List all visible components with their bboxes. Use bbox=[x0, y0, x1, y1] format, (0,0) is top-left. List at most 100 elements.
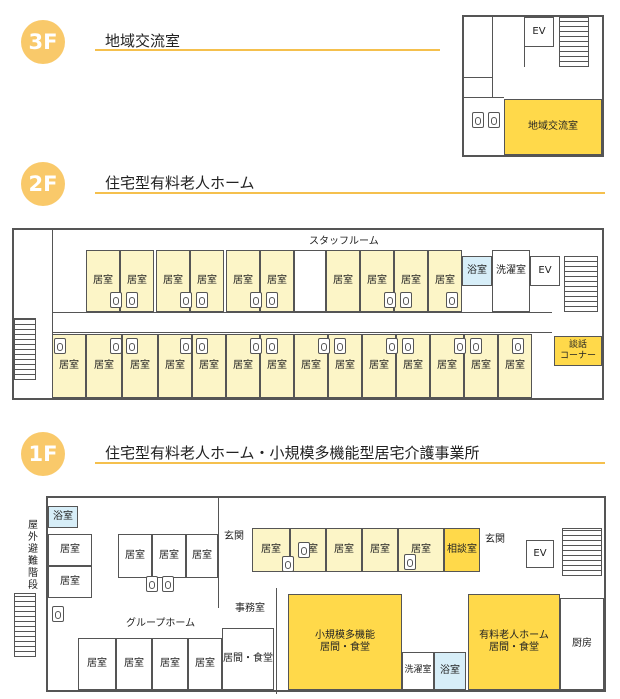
room-s8: 居室 bbox=[294, 334, 328, 398]
evac-stairs-label: 屋外避難階段 bbox=[28, 520, 38, 591]
wall bbox=[276, 588, 277, 694]
room-label: 居室 bbox=[192, 549, 212, 561]
toilet-icon bbox=[126, 338, 138, 354]
community-room: 地域交流室 bbox=[504, 99, 602, 155]
room-w5: 居室 bbox=[186, 534, 218, 578]
living-dining-label: 居間・食堂 bbox=[223, 652, 273, 664]
nursing-home-label: 有料老人ホーム 居間・食堂 bbox=[479, 629, 549, 654]
entrance-west: 玄関 bbox=[220, 526, 248, 548]
room-label: 居室 bbox=[369, 359, 389, 371]
room-label: 居室 bbox=[163, 274, 183, 286]
room-c4: 居室 bbox=[362, 528, 398, 572]
room-label: 居室 bbox=[233, 359, 253, 371]
toilet-icon bbox=[52, 606, 64, 622]
floor-badge-3f: 3F bbox=[21, 20, 65, 64]
room-label: 居室 bbox=[437, 359, 457, 371]
room-w6: 居室 bbox=[78, 638, 116, 690]
room-label: 居室 bbox=[60, 575, 80, 587]
room-n2: 居室 bbox=[120, 250, 154, 312]
group-home-label: グループホーム bbox=[126, 618, 196, 629]
room-c3: 居室 bbox=[326, 528, 362, 572]
floor-badge-1f: 1F bbox=[21, 432, 65, 476]
room-label: 居室 bbox=[199, 359, 219, 371]
toilet-icon bbox=[196, 338, 208, 354]
room-label: 居室 bbox=[435, 274, 455, 286]
room-label: 居室 bbox=[367, 274, 387, 286]
room-label: 居室 bbox=[87, 657, 107, 669]
toilet-icon bbox=[402, 338, 414, 354]
stairwell bbox=[559, 17, 589, 67]
stairwell-west bbox=[14, 318, 36, 380]
room-label: 居室 bbox=[267, 274, 287, 286]
toilet-icon bbox=[250, 338, 262, 354]
entrance-label: 玄関 bbox=[485, 533, 505, 545]
room-w7: 居室 bbox=[116, 638, 152, 690]
room-label: 居室 bbox=[471, 359, 491, 371]
room-label: 居室 bbox=[334, 543, 354, 555]
office-label: 事務室 bbox=[235, 602, 265, 614]
toilet-icon bbox=[162, 576, 174, 592]
elevator: EV bbox=[524, 17, 554, 47]
floor-rule-1f bbox=[95, 462, 605, 464]
room-label: 居室 bbox=[60, 543, 80, 555]
room-label: 居室 bbox=[401, 274, 421, 286]
room-w9: 居室 bbox=[188, 638, 222, 690]
room-n9: 居室 bbox=[394, 250, 428, 312]
toilet-icon bbox=[454, 338, 466, 354]
staff-room bbox=[294, 250, 326, 312]
toilet-icon bbox=[282, 556, 294, 572]
toilet-icon bbox=[488, 112, 500, 128]
kitchen-label: 厨房 bbox=[572, 637, 592, 649]
room-w1: 居室 bbox=[48, 534, 92, 566]
room-label: 居室 bbox=[125, 549, 145, 561]
consult-room: 相談室 bbox=[444, 528, 480, 572]
toilet-icon bbox=[472, 112, 484, 128]
toilet-icon bbox=[110, 292, 122, 308]
room-label: 居室 bbox=[233, 274, 253, 286]
room-label: 居室 bbox=[159, 549, 179, 561]
toilet-icon bbox=[404, 554, 416, 570]
wall bbox=[464, 97, 504, 98]
room-label: 居室 bbox=[403, 359, 423, 371]
room-label: 居室 bbox=[124, 657, 144, 669]
stairwell-east-1f bbox=[562, 528, 602, 576]
wall bbox=[492, 17, 493, 97]
bath-label: 浴室 bbox=[53, 510, 73, 522]
toilet-icon bbox=[386, 338, 398, 354]
room-label: 居室 bbox=[93, 274, 113, 286]
room-label: 居室 bbox=[411, 543, 431, 555]
wall bbox=[464, 77, 492, 78]
room-w2: 居室 bbox=[48, 566, 92, 598]
wall bbox=[218, 498, 219, 608]
room-label: 居室 bbox=[195, 657, 215, 669]
toilet-icon bbox=[54, 338, 66, 354]
laundry-label: 洗濯室 bbox=[404, 665, 432, 676]
entrance-east: 玄関 bbox=[480, 528, 510, 552]
toilet-icon bbox=[512, 338, 524, 354]
ev-label: EV bbox=[533, 547, 547, 559]
floor-badge-2f: 2F bbox=[21, 162, 65, 206]
toilet-icon bbox=[196, 292, 208, 308]
bath-room-1f-center: 浴室 bbox=[434, 652, 466, 690]
room-label: 居室 bbox=[261, 543, 281, 555]
stairwell-east bbox=[564, 256, 598, 312]
nursing-home-living: 有料老人ホーム 居間・食堂 bbox=[468, 594, 560, 690]
room-w8: 居室 bbox=[152, 638, 188, 690]
floor-title-1f: 住宅型有料老人ホーム・小規模多機能型居宅介護事業所 bbox=[105, 444, 480, 462]
room-n6: 居室 bbox=[260, 250, 294, 312]
elevator-1f: EV bbox=[526, 540, 554, 568]
kitchen: 厨房 bbox=[560, 598, 604, 690]
floor-title-3f: 地域交流室 bbox=[105, 32, 181, 50]
office: 事務室 bbox=[226, 590, 274, 628]
community-room-label: 地域交流室 bbox=[528, 120, 578, 132]
room-label: 居室 bbox=[505, 359, 525, 371]
talk-corner-label: 談話 コーナー bbox=[559, 339, 596, 361]
room-label: 居室 bbox=[197, 274, 217, 286]
toilet-icon bbox=[250, 292, 262, 308]
room-n5: 居室 bbox=[226, 250, 260, 312]
wall bbox=[52, 230, 53, 400]
room-label: 居室 bbox=[130, 359, 150, 371]
bath-room-1f-west: 浴室 bbox=[48, 506, 78, 528]
room-label: 居室 bbox=[335, 359, 355, 371]
toilet-icon bbox=[146, 576, 158, 592]
